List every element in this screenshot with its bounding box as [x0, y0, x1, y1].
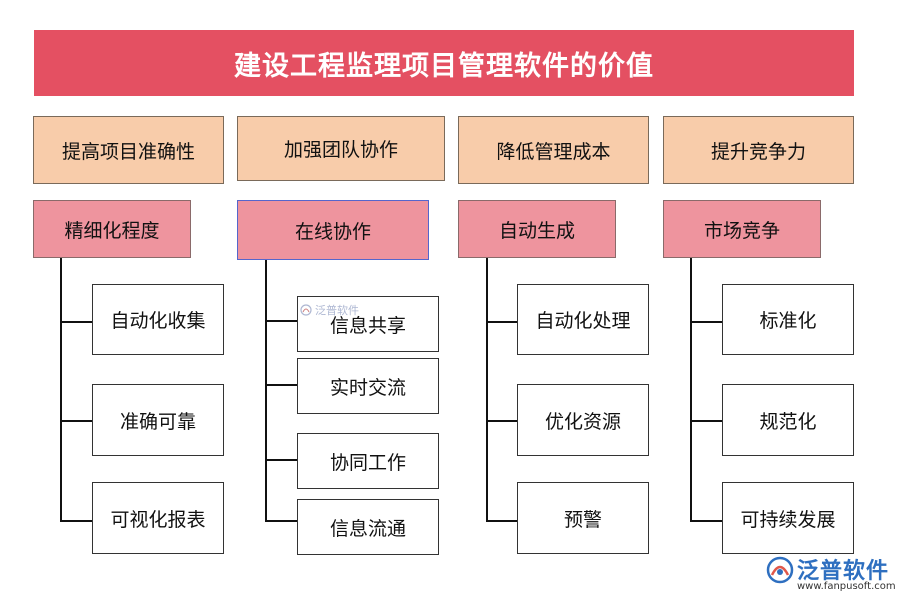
sub-1: 精细化程度 [33, 200, 191, 258]
sub-2: 在线协作 [237, 200, 429, 260]
connector-branch-2-2 [265, 384, 298, 386]
leaf-3-1: 自动化处理 [517, 284, 649, 355]
leaf-4-3: 可持续发展 [722, 482, 854, 554]
connector-branch-1-3 [60, 520, 93, 522]
leaf-2-1: 信息共享 [297, 296, 439, 352]
logo-name: 泛普软件 [797, 559, 890, 584]
leaf-2-2: 实时交流 [297, 358, 439, 414]
leaf-3-3: 预警 [517, 482, 649, 554]
sub-3: 自动生成 [458, 200, 616, 258]
logo-url: www.fanpusoft.com [797, 581, 896, 592]
category-3: 降低管理成本 [458, 116, 649, 184]
connector-branch-2-1 [265, 320, 298, 322]
connector-branch-4-3 [690, 520, 723, 522]
leaf-2-4: 信息流通 [297, 499, 439, 555]
connector-branch-3-3 [486, 520, 517, 522]
leaf-4-2: 规范化 [722, 384, 854, 456]
connector-branch-1-1 [60, 321, 93, 323]
leaf-1-1: 自动化收集 [92, 284, 224, 355]
brand-logo: 泛普软件 www.fanpusoft.com [765, 553, 896, 597]
leaf-1-2: 准确可靠 [92, 384, 224, 456]
connector-branch-1-2 [60, 420, 93, 422]
category-1: 提高项目准确性 [33, 116, 224, 184]
connector-branch-3-1 [486, 321, 517, 323]
connector-trunk-4 [690, 258, 692, 522]
leaf-4-1: 标准化 [722, 284, 854, 355]
leaf-2-3: 协同工作 [297, 433, 439, 489]
leaf-3-2: 优化资源 [517, 384, 649, 456]
fanpu-watermark-icon [300, 304, 312, 316]
fanpu-logo-icon [766, 556, 794, 584]
connector-trunk-2 [265, 260, 267, 522]
leaf-1-3: 可视化报表 [92, 482, 224, 554]
page-title: 建设工程监理项目管理软件的价值 [34, 30, 854, 96]
connector-branch-4-1 [690, 321, 723, 323]
connector-branch-2-3 [265, 459, 298, 461]
connector-trunk-3 [486, 258, 488, 522]
category-4: 提升竞争力 [663, 116, 854, 184]
connector-branch-2-4 [265, 520, 298, 522]
connector-branch-3-2 [486, 420, 517, 422]
sub-4: 市场竞争 [663, 200, 821, 258]
connector-trunk-1 [60, 258, 62, 522]
category-2: 加强团队协作 [237, 116, 445, 181]
watermark: 泛普软件 [300, 302, 359, 318]
watermark-text: 泛普软件 [315, 304, 359, 317]
connector-branch-4-2 [690, 420, 723, 422]
